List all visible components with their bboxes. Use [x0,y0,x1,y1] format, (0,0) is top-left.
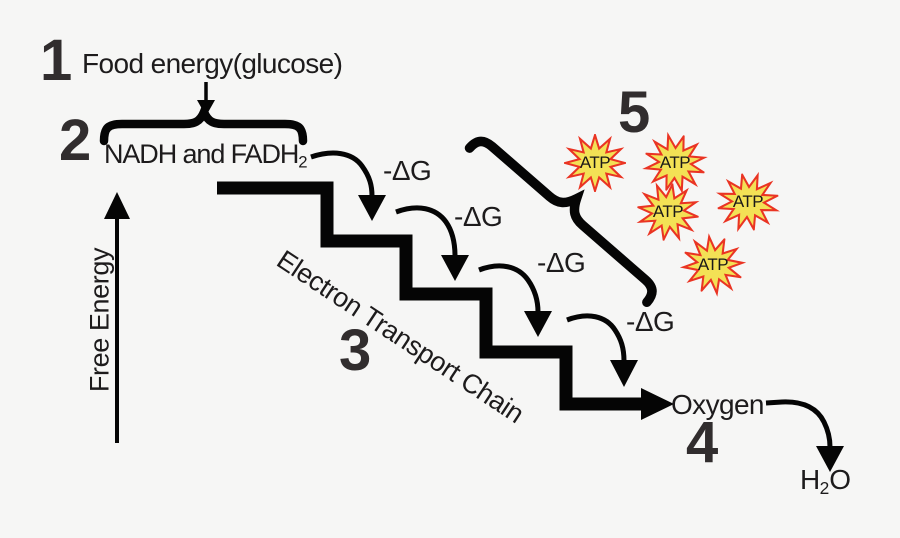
delta-g-label-4: -ΔG [626,306,675,337]
water-subscript: 2 [819,477,830,498]
nadh-brace [99,100,308,146]
nadh-fadh-subscript: 2 [298,152,308,172]
delta-g-label-2: -ΔG [454,201,503,232]
free-energy-axis-arrow [104,192,130,443]
starburst-icon [714,171,782,233]
atp-label: ATP [579,153,611,172]
atp-label: ATP [652,202,684,221]
free-energy-axis-label: Free Energy [84,247,115,393]
atp-star-1: ATP [564,134,626,192]
atp-star-5: ATP [679,233,747,297]
water-pre: H [800,464,820,495]
step-number-1: 1 [40,28,73,93]
step-number-5: 5 [618,80,651,145]
delta-g-arrow-2 [395,205,469,281]
delta-g-label-1: -ΔG [383,155,432,186]
staircase [217,181,674,420]
delta-g-arrow-1 [310,150,386,221]
delta-g-arrow-3 [478,263,552,337]
nadh-fadh-label: NADH and FADH2 [104,141,308,171]
starburst-icon [564,134,626,192]
water-label: H2O [800,464,851,498]
starburst-icon [634,180,702,244]
starburst-icon [679,233,747,297]
delta-g-arrow-4 [566,313,638,387]
atp-label: ATP [659,153,691,172]
delta-g-label-3: -ΔG [537,247,586,278]
oxygen-to-water-arrow [765,399,844,472]
step-number-3: 3 [339,318,372,383]
atp-label: ATP [732,192,764,211]
water-post: O [829,464,851,495]
nadh-fadh-main: NADH and FADH [104,139,299,169]
atp-star-2: ATP [642,131,708,195]
oxygen-label: Oxygen [671,389,765,420]
atp-label: ATP [697,255,729,274]
atp-star-4: ATP [714,171,782,233]
step-number-4: 4 [686,410,719,475]
atp-star-3: ATP [634,180,702,244]
food-energy-label: Food energy(glucose) [82,48,343,79]
starburst-icon [642,131,708,195]
atp-brace [464,136,657,307]
step-number-2: 2 [59,108,92,173]
